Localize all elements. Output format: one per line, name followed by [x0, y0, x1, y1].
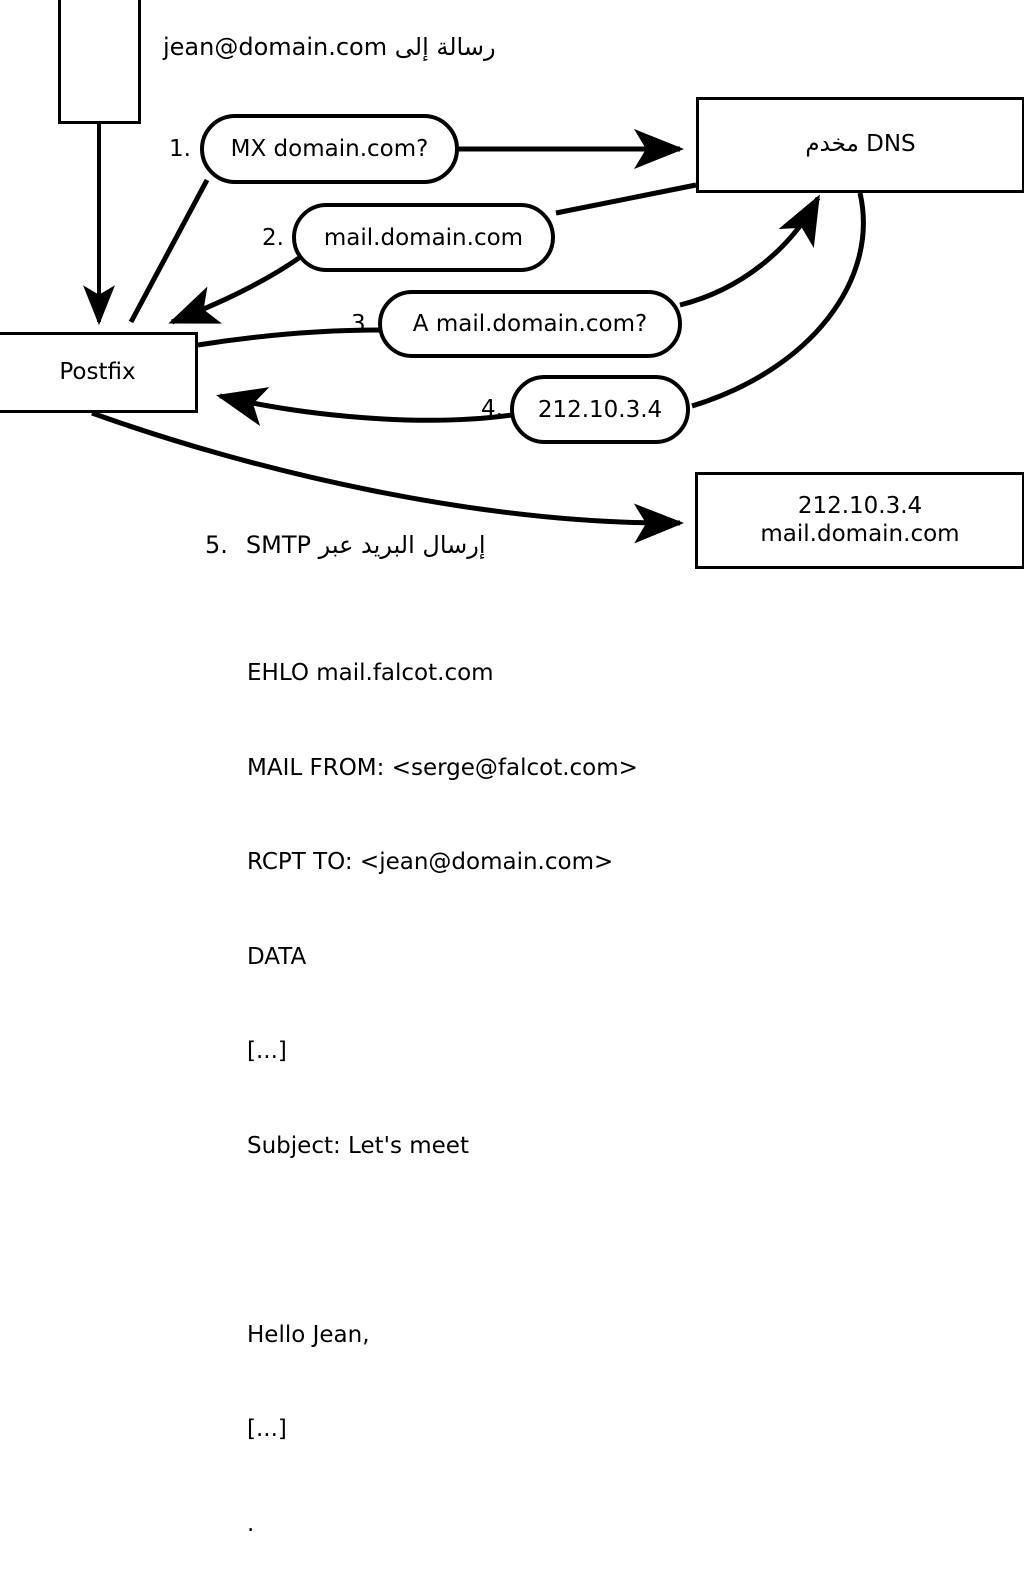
smtp-line: MAIL FROM: <serge@falcot.com> — [247, 754, 638, 781]
smtp-line: Subject: Let's meet — [247, 1132, 469, 1159]
smtp-line: [...] — [247, 1038, 287, 1064]
smtp-line: DATA — [247, 943, 307, 970]
message-pill-a-query: A mail.domain.com? — [378, 290, 682, 358]
connector-dns-to-postfix-a-answer — [216, 192, 866, 427]
message-pill-a-query-label: A mail.domain.com? — [412, 311, 648, 337]
smtp-line: . — [247, 1510, 255, 1537]
smtp-transcript: EHLO mail.falcot.com MAIL FROM: <serge@f… — [247, 595, 638, 1572]
smtp-line: Hello Jean, — [247, 1321, 370, 1348]
message-pill-mx-answer: mail.domain.com — [292, 203, 555, 272]
connector-postfix-to-mailserver-smtp — [91, 410, 684, 544]
node-postfix-label: Postfix — [59, 358, 136, 385]
step-5-label: إرسال البريد عبر SMTP — [245, 531, 486, 559]
diagram-connectors — [83, 124, 866, 544]
node-destination-mailserver-box: 212.10.3.4 mail.domain.com — [695, 472, 1024, 569]
node-dns-server-box: مخدم DNS — [696, 97, 1024, 193]
message-pill-mx-query: MX domain.com? — [200, 114, 459, 184]
smtp-line-blank — [247, 1225, 638, 1257]
smtp-line: EHLO mail.falcot.com — [247, 660, 494, 686]
step-number-2: 2. — [262, 225, 284, 251]
connector-postfix-to-dns-mx — [128, 129, 685, 324]
step-number-1: 1. — [169, 136, 191, 162]
message-pill-mx-answer-label: mail.domain.com — [323, 224, 524, 251]
connector-postfix-to-dns-a — [197, 194, 821, 348]
node-client-box — [58, 0, 141, 124]
smtp-line: [...] — [247, 1416, 287, 1442]
step-number-5: 5. — [205, 531, 228, 559]
header-message-label: رسالة إلى jean@domain.com — [163, 33, 496, 61]
message-pill-mx-query-label: MX domain.com? — [230, 136, 429, 162]
smtp-line: RCPT TO: <jean@domain.com> — [247, 849, 614, 875]
message-pill-a-answer-label: 212.10.3.4 — [537, 396, 663, 423]
step-number-3: 3. — [351, 311, 373, 337]
step-number-4: 4. — [481, 396, 503, 422]
node-mailserver-hostname: mail.domain.com — [760, 520, 960, 547]
step-5-caption: 5. إرسال البريد عبر SMTP — [205, 531, 486, 559]
message-pill-a-answer: 212.10.3.4 — [510, 375, 690, 444]
node-dns-server-label: مخدم DNS — [805, 131, 916, 158]
node-postfix-box: Postfix — [0, 332, 198, 413]
node-mailserver-ip: 212.10.3.4 — [797, 493, 923, 520]
connector-dns-to-postfix-mx-answer — [168, 182, 697, 325]
